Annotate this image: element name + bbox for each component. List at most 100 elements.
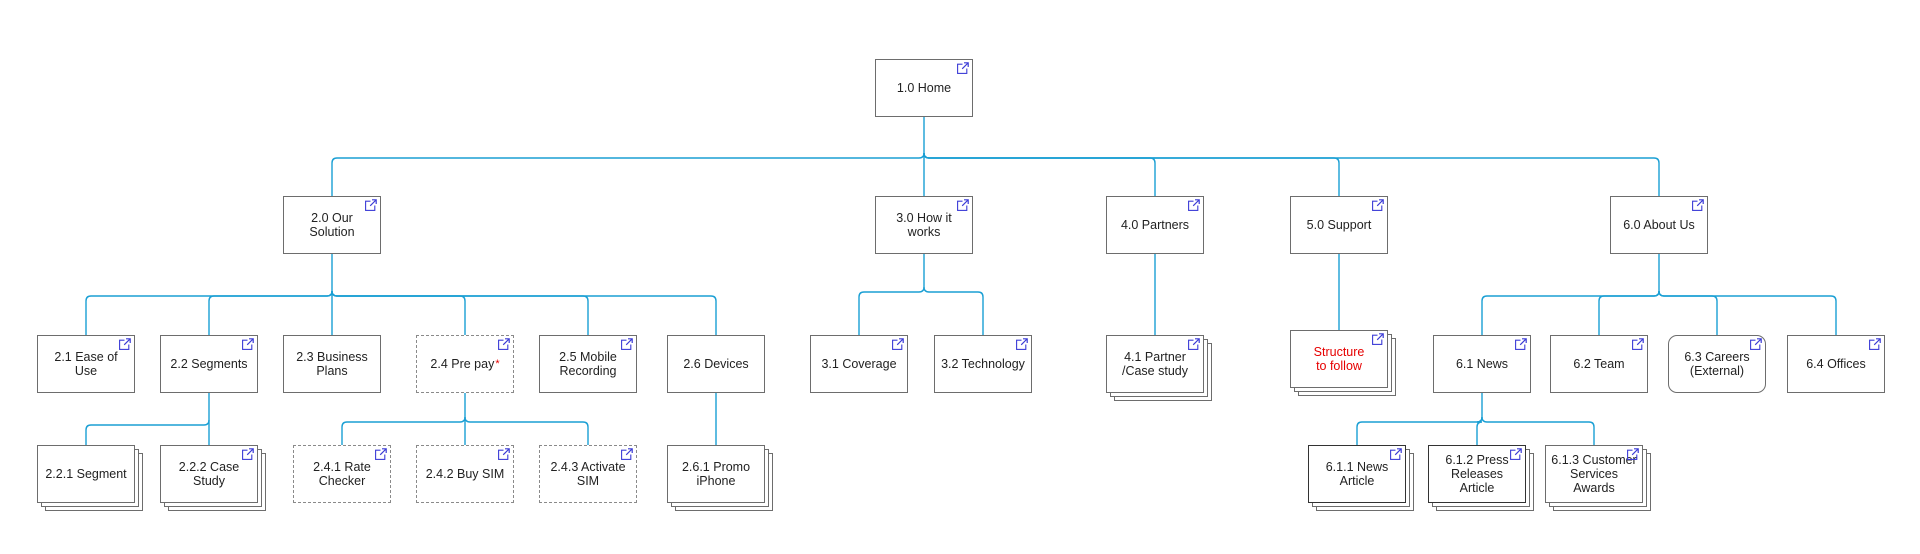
sitemap-node[interactable]: 3.1 Coverage <box>810 335 908 393</box>
external-link-icon[interactable] <box>1691 199 1704 212</box>
external-link-icon[interactable] <box>497 338 510 351</box>
sitemap-node[interactable]: 2.4.2 Buy SIM <box>416 445 514 503</box>
node-label: 3.0 How it works <box>896 211 952 239</box>
sitemap-node[interactable]: 2.2 Segments <box>160 335 258 393</box>
external-link-icon[interactable] <box>374 448 387 461</box>
external-link-icon[interactable] <box>118 338 131 351</box>
node-card[interactable]: 6.3 Careers (External) <box>1668 335 1766 393</box>
node-label: 2.2.1 Segment <box>45 467 127 481</box>
sitemap-node[interactable]: 6.1.2 Press Releases Article <box>1428 445 1534 511</box>
node-card[interactable]: 2.4.1 Rate Checker <box>293 445 391 503</box>
node-card[interactable]: 2.6 Devices <box>667 335 765 393</box>
external-link-icon[interactable] <box>956 199 969 212</box>
node-card[interactable]: 3.2 Technology <box>934 335 1032 393</box>
external-link-icon[interactable] <box>1389 448 1402 461</box>
node-card[interactable]: 6.0 About Us <box>1610 196 1708 254</box>
sitemap-node[interactable]: 5.0 Support <box>1290 196 1388 254</box>
node-label: 2.1 Ease of Use <box>54 350 118 378</box>
sitemap-node[interactable]: 3.0 How it works <box>875 196 973 254</box>
node-card[interactable]: 2.4 Pre pay* <box>416 335 514 393</box>
external-link-icon[interactable] <box>1371 333 1384 346</box>
node-card[interactable]: 2.5 Mobile Recording <box>539 335 637 393</box>
connector-n61-n612 <box>1476 416 1483 445</box>
required-marker: * <box>495 358 500 370</box>
node-card[interactable]: 4.1 Partner /Case study <box>1106 335 1204 393</box>
external-link-icon[interactable] <box>1626 448 1639 461</box>
sitemap-node[interactable]: 1.0 Home <box>875 59 973 117</box>
sitemap-node[interactable]: 2.0 Our Solution <box>283 196 381 254</box>
sitemap-node[interactable]: 4.1 Partner /Case study <box>1106 335 1212 401</box>
external-link-icon[interactable] <box>1371 199 1384 212</box>
sitemap-node[interactable]: 6.3 Careers (External) <box>1668 335 1766 393</box>
node-card[interactable]: 2.1 Ease of Use <box>37 335 135 393</box>
node-card[interactable]: 6.4 Offices <box>1787 335 1885 393</box>
external-link-icon[interactable] <box>620 448 633 461</box>
node-card[interactable]: 2.2.1 Segment <box>37 445 135 503</box>
external-link-icon[interactable] <box>1509 448 1522 461</box>
node-label: 2.4.3 Activate SIM <box>550 460 626 488</box>
external-link-icon[interactable] <box>891 338 904 351</box>
node-label: 1.0 Home <box>896 81 952 95</box>
node-card[interactable]: 3.1 Coverage <box>810 335 908 393</box>
sitemap-node[interactable]: 2.4 Pre pay* <box>416 335 514 393</box>
sitemap-node[interactable]: 2.6 Devices <box>667 335 765 393</box>
external-link-icon[interactable] <box>1514 338 1527 351</box>
external-link-icon[interactable] <box>1749 338 1762 351</box>
node-label: 5.0 Support <box>1306 218 1372 232</box>
node-label: 6.4 Offices <box>1806 357 1866 371</box>
node-label: 2.5 Mobile Recording <box>559 350 617 378</box>
node-label: 2.6 Devices <box>683 357 749 371</box>
node-label: 3.1 Coverage <box>821 357 897 371</box>
node-card[interactable]: Structure to follow <box>1290 330 1388 388</box>
external-link-icon[interactable] <box>620 338 633 351</box>
node-card[interactable]: 6.1 News <box>1433 335 1531 393</box>
node-card[interactable]: 2.2 Segments <box>160 335 258 393</box>
sitemap-node[interactable]: 6.1.3 Customer Services Awards <box>1545 445 1651 511</box>
sitemap-node[interactable]: 6.4 Offices <box>1787 335 1885 393</box>
sitemap-node[interactable]: 4.0 Partners <box>1106 196 1204 254</box>
sitemap-node[interactable]: 2.3 Business Plans <box>283 335 381 393</box>
external-link-icon[interactable] <box>1631 338 1644 351</box>
external-link-icon[interactable] <box>1868 338 1881 351</box>
node-card[interactable]: 2.6.1 Promo iPhone <box>667 445 765 503</box>
external-link-icon[interactable] <box>1015 338 1028 351</box>
sitemap-node[interactable]: 6.0 About Us <box>1610 196 1708 254</box>
node-card[interactable]: 2.4.2 Buy SIM <box>416 445 514 503</box>
external-link-icon[interactable] <box>956 62 969 75</box>
node-card[interactable]: 5.0 Support <box>1290 196 1388 254</box>
node-label: 6.1.1 News Article <box>1325 460 1389 488</box>
node-card[interactable]: 6.1.2 Press Releases Article <box>1428 445 1526 503</box>
sitemap-node[interactable]: 2.1 Ease of Use <box>37 335 135 393</box>
sitemap-node[interactable]: 2.2.2 Case Study <box>160 445 266 511</box>
sitemap-node[interactable]: 2.5 Mobile Recording <box>539 335 637 393</box>
node-card[interactable]: 2.0 Our Solution <box>283 196 381 254</box>
node-card[interactable]: 6.1.1 News Article <box>1308 445 1406 503</box>
sitemap-node[interactable]: 2.4.1 Rate Checker <box>293 445 391 503</box>
sitemap-node[interactable]: 6.1.1 News Article <box>1308 445 1414 511</box>
node-card[interactable]: 4.0 Partners <box>1106 196 1204 254</box>
external-link-icon[interactable] <box>497 448 510 461</box>
external-link-icon[interactable] <box>241 448 254 461</box>
sitemap-node[interactable]: 2.6.1 Promo iPhone <box>667 445 773 511</box>
node-card[interactable]: 2.4.3 Activate SIM <box>539 445 637 503</box>
node-card[interactable]: 2.2.2 Case Study <box>160 445 258 503</box>
sitemap-node[interactable]: Structure to follow <box>1290 330 1396 396</box>
node-label: 2.4.1 Rate Checker <box>313 460 371 488</box>
sitemap-node[interactable]: 2.4.3 Activate SIM <box>539 445 637 503</box>
sitemap-node[interactable]: 2.2.1 Segment <box>37 445 143 511</box>
node-label: 2.3 Business Plans <box>296 350 368 378</box>
external-link-icon[interactable] <box>364 199 377 212</box>
node-card[interactable]: 1.0 Home <box>875 59 973 117</box>
external-link-icon[interactable] <box>1187 338 1200 351</box>
connector-n60-n62 <box>1598 290 1660 335</box>
node-card[interactable]: 2.3 Business Plans <box>283 335 381 393</box>
sitemap-node[interactable]: 6.2 Team <box>1550 335 1648 393</box>
node-label: 4.0 Partners <box>1120 218 1190 232</box>
external-link-icon[interactable] <box>1187 199 1200 212</box>
node-card[interactable]: 3.0 How it works <box>875 196 973 254</box>
node-card[interactable]: 6.2 Team <box>1550 335 1648 393</box>
sitemap-node[interactable]: 3.2 Technology <box>934 335 1032 393</box>
external-link-icon[interactable] <box>241 338 254 351</box>
sitemap-node[interactable]: 6.1 News <box>1433 335 1531 393</box>
node-card[interactable]: 6.1.3 Customer Services Awards <box>1545 445 1643 503</box>
